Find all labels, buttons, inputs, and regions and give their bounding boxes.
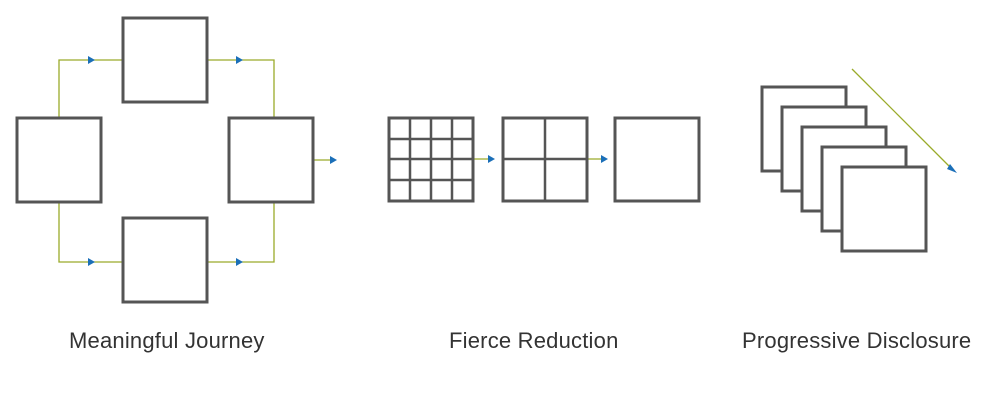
caption-meaningful-journey: Meaningful Journey [69,328,265,353]
journey-box-left [15,116,103,204]
journey-connector-left-bottom [58,202,123,263]
journey-connector-bottom-right [207,202,275,263]
journey-arrowhead-3 [88,258,95,266]
journey-arrowhead-1 [88,56,95,64]
reduction-arrowhead-1 [488,155,495,163]
journey-arrowhead-exit [330,156,337,164]
caption-progressive-disclosure: Progressive Disclosure [742,328,972,353]
caption-fierce-reduction: Fierce Reduction [449,328,619,353]
reduction-grid-2x2 [501,116,589,203]
journey-connector-left-top [58,59,123,118]
disclosure-diagonal-arrow-line [851,68,953,170]
journey-box-bottom [121,216,209,304]
reduction-box-single [613,116,701,203]
disclosure-arrowhead [947,164,957,173]
progressive-disclosure-figure [760,68,957,253]
meaningful-journey-figure [15,16,337,304]
reduction-arrowhead-2 [601,155,608,163]
journey-arrowhead-2 [236,56,243,64]
journey-box-top [121,16,209,104]
fierce-reduction-figure [387,116,701,203]
journey-connector-top-right [207,59,275,118]
reduction-grid-4x4 [387,116,475,203]
disclosure-card-5 [840,165,928,253]
journey-arrowhead-4 [236,258,243,266]
journey-box-right [227,116,315,204]
